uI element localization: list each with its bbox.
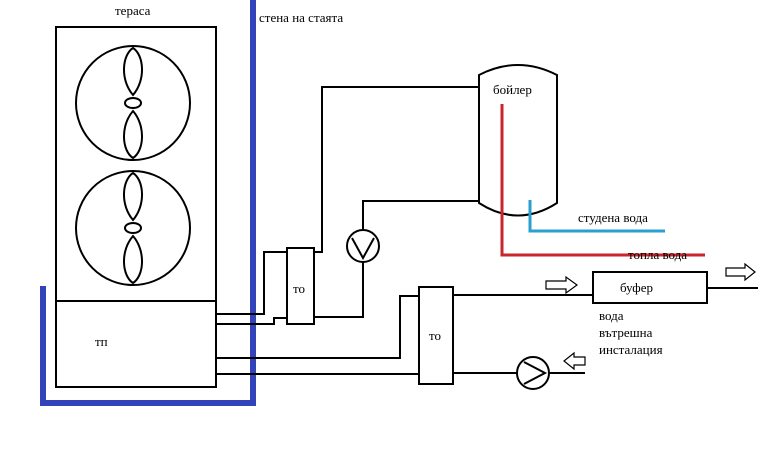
arrow-right-icon — [545, 275, 579, 295]
pipe — [314, 86, 479, 318]
hot-water-label: топла вода — [628, 247, 687, 262]
heat-exchanger-1 — [286, 247, 315, 325]
fan-icon — [75, 45, 191, 161]
water-label-line2: вътрешна — [599, 325, 653, 340]
buffer-tank — [592, 271, 708, 304]
heat-exchanger-1-label: то — [293, 281, 305, 296]
heat-pump-label: тп — [95, 334, 108, 349]
cold-water-pipe — [528, 200, 665, 233]
boiler-tank — [478, 64, 558, 217]
heat-exchanger-2 — [418, 286, 454, 385]
boiler-label: бойлер — [493, 82, 532, 97]
room-wall-label: стена на стаята — [259, 10, 343, 25]
cold-water-label: студена вода — [578, 210, 648, 225]
room-wall — [40, 0, 256, 406]
hot-water-pipe — [500, 104, 705, 257]
pipe — [216, 295, 419, 375]
terrace-label: тераса — [115, 3, 151, 18]
pump-icon — [516, 356, 550, 390]
fan-icon — [75, 170, 191, 286]
heat-exchanger-2-label: то — [429, 328, 441, 343]
pipe — [216, 251, 287, 325]
pipe — [453, 287, 758, 374]
arrow-right-icon — [725, 262, 756, 282]
arrow-left-icon — [563, 351, 586, 371]
pump-icon — [346, 229, 380, 263]
buffer-label: буфер — [620, 280, 653, 295]
heat-pump-box — [55, 300, 217, 388]
water-label-line3: инсталация — [599, 342, 663, 357]
water-label-line1: вода — [599, 308, 624, 323]
